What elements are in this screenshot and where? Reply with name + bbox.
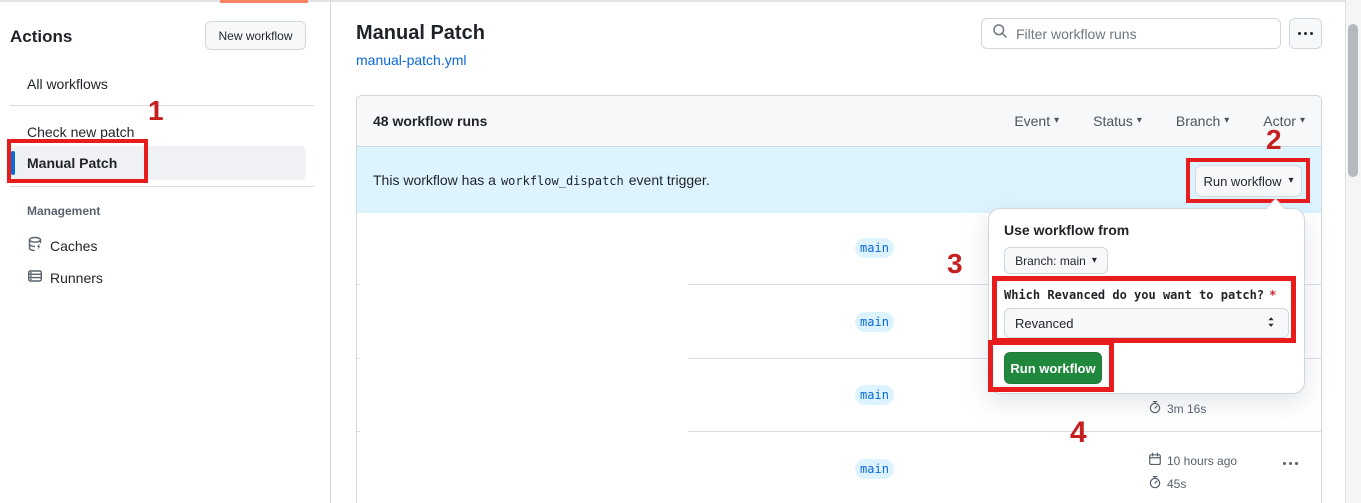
- caret-down-icon: ▾: [1091, 254, 1097, 266]
- sidebar-title: Actions: [10, 27, 73, 46]
- sidebar-item-all-workflows[interactable]: All workflows: [10, 69, 306, 99]
- chevron-up-down-icon: [1264, 315, 1278, 332]
- top-border-line: [0, 0, 1361, 2]
- caret-down-icon: ▾: [1224, 115, 1230, 126]
- stopwatch-icon: [1148, 400, 1162, 417]
- sidebar-item-label: All workflows: [27, 76, 108, 92]
- server-icon: [27, 268, 43, 287]
- run-kebab-button[interactable]: [1283, 462, 1298, 465]
- sidebar-item-caches[interactable]: Caches: [27, 236, 97, 255]
- page-kebab-button[interactable]: [1289, 18, 1322, 49]
- row-divider-stub: [357, 431, 360, 432]
- management-section-label: Management: [27, 204, 101, 218]
- row-divider-stub: [357, 358, 360, 359]
- sidebar-item-label: Caches: [50, 237, 98, 254]
- workflow-input-label: Which Revanced do you want to patch?*: [1004, 288, 1277, 302]
- page-title: Manual Patch: [356, 22, 485, 44]
- run-duration: 45s: [1148, 475, 1186, 492]
- caret-down-icon: ▾: [1054, 115, 1060, 126]
- branch-badge[interactable]: main: [855, 312, 894, 332]
- workflow-file-link[interactable]: manual-patch.yml: [356, 52, 467, 68]
- sidebar-divider: [10, 186, 314, 187]
- branch-badge[interactable]: main: [855, 238, 894, 258]
- sidebar-item-label: Check new patch: [27, 124, 135, 140]
- filter-branch[interactable]: Branch▾: [1175, 113, 1230, 129]
- branch-badge[interactable]: main: [855, 459, 894, 479]
- search-input[interactable]: [1016, 25, 1270, 42]
- row-divider-stub: [357, 284, 360, 285]
- run-workflow-submit-button[interactable]: Run workflow: [1004, 352, 1102, 384]
- calendar-icon: [1148, 452, 1162, 469]
- run-duration: 3m 16s: [1148, 400, 1206, 417]
- sidebar-item-runners[interactable]: Runners: [27, 268, 103, 287]
- run-date: 10 hours ago: [1148, 452, 1237, 469]
- filter-runs-search[interactable]: [981, 18, 1281, 49]
- caret-down-icon: ▾: [1288, 175, 1294, 186]
- scrollbar-thumb[interactable]: [1348, 24, 1358, 177]
- popup-title: Use workflow from: [1004, 222, 1130, 238]
- filter-status[interactable]: Status▾: [1093, 113, 1142, 129]
- sidebar-divider: [10, 105, 314, 106]
- filter-actor[interactable]: Actor▾: [1263, 113, 1305, 129]
- run-workflow-popup: Use workflow from Branch: main ▾ Which R…: [988, 208, 1305, 394]
- database-icon: [27, 236, 43, 255]
- revanced-select[interactable]: Revanced: [1004, 308, 1289, 338]
- sidebar-main-divider: [330, 0, 331, 503]
- run-workflow-dropdown-button[interactable]: Run workflow ▾: [1195, 165, 1302, 197]
- row-divider: [688, 431, 1321, 432]
- kebab-icon: [1283, 462, 1298, 465]
- caret-down-icon: ▾: [1136, 115, 1142, 126]
- search-icon: [992, 23, 1008, 44]
- filter-event[interactable]: Event▾: [1014, 113, 1060, 129]
- sidebar-item-check-new-patch[interactable]: Check new patch: [10, 117, 306, 147]
- branch-badge[interactable]: main: [855, 385, 894, 405]
- required-asterisk: *: [1269, 288, 1277, 302]
- runs-filters: Event▾ Status▾ Branch▾ Actor▾: [1014, 113, 1305, 129]
- sidebar-item-label: Runners: [50, 269, 103, 286]
- top-orange-bar: [220, 0, 308, 3]
- caret-down-icon: ▾: [1299, 115, 1305, 126]
- kebab-icon: [1298, 32, 1313, 35]
- runs-table-header: 48 workflow runs Event▾ Status▾ Branch▾ …: [357, 96, 1321, 147]
- code-span: workflow_dispatch: [500, 174, 624, 188]
- runs-count: 48 workflow runs: [373, 113, 488, 129]
- stopwatch-icon: [1148, 475, 1162, 492]
- new-workflow-button[interactable]: New workflow: [205, 21, 306, 50]
- branch-selector-button[interactable]: Branch: main ▾: [1004, 247, 1108, 274]
- sidebar-item-label: Manual Patch: [27, 155, 118, 171]
- selected-item-accent-bar: [11, 151, 15, 175]
- sidebar-item-manual-patch[interactable]: Manual Patch: [10, 146, 306, 180]
